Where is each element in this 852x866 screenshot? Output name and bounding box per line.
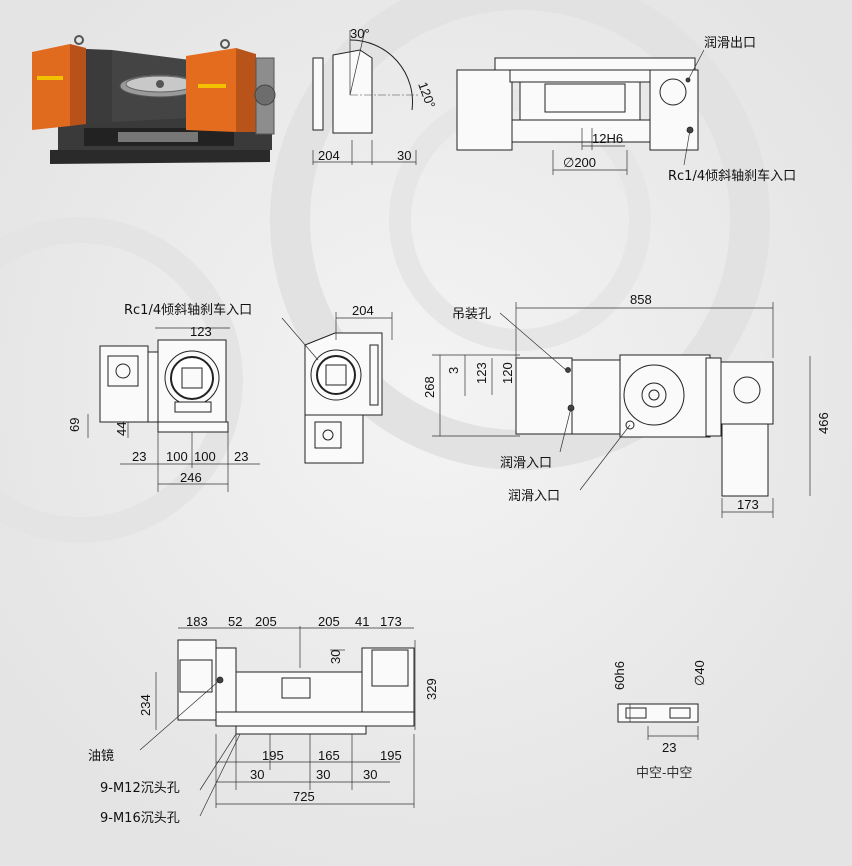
dim-mid-44: 44 — [114, 422, 129, 436]
dim-bot-329: 329 — [424, 678, 439, 700]
dim-top-120deg: 120° — [415, 80, 438, 110]
dim-hollow-60h6: 60h6 — [612, 661, 627, 690]
dim-plan-3: 3 — [446, 367, 461, 374]
dim-mid-69: 69 — [67, 418, 82, 432]
mid-tilt-view: 204 Rc1/4倾斜轴刹车入口 — [124, 302, 393, 464]
dim-top-30: 30 — [397, 148, 411, 163]
dim-bot-205a: 205 — [255, 614, 277, 629]
dim-bot-30v: 30 — [328, 650, 343, 664]
dim-tilt-204: 204 — [352, 303, 374, 318]
label-hollow-caption: 中空-中空 — [636, 766, 692, 781]
dim-bot-165: 165 — [318, 748, 340, 763]
label-lube-outlet: 润滑出口 — [704, 36, 756, 51]
dim-hollow-dia40: ∅40 — [692, 660, 707, 686]
dim-bot-183: 183 — [186, 614, 208, 629]
dim-plan-858: 858 — [630, 292, 652, 307]
dim-plan-173: 173 — [737, 497, 759, 512]
dim-dia200: ∅200 — [563, 155, 596, 170]
dim-bot-30b: 30 — [316, 767, 330, 782]
dim-plan-466: 466 — [816, 412, 831, 434]
dim-top-204: 204 — [318, 148, 340, 163]
label-brake-inlet-mid: Rc1/4倾斜轴刹车入口 — [124, 302, 252, 318]
product-photo — [32, 35, 276, 164]
dim-top-30deg: 30° — [350, 26, 370, 41]
dim-bot-205b: 205 — [318, 614, 340, 629]
dim-bot-30c: 30 — [363, 767, 377, 782]
dim-plan-120: 120 — [500, 362, 515, 384]
label-oil-gauge: 油镜 — [88, 749, 114, 764]
top-front-view: 12H6 ∅200 润滑出口 Rc1/4倾斜轴刹车入口 — [456, 36, 796, 184]
bottom-front-view: 183 52 205 205 41 173 30 234 329 195 165… — [88, 614, 439, 826]
dim-mid-100b: 100 — [194, 449, 216, 464]
label-lube-inlet-2: 润滑入口 — [508, 489, 560, 504]
dim-bot-195a: 195 — [262, 748, 284, 763]
dim-bot-234: 234 — [138, 694, 153, 716]
dim-bot-173: 173 — [380, 614, 402, 629]
dim-mid-23b: 23 — [234, 449, 248, 464]
label-lifting-hole: 吊装孔 — [452, 307, 491, 322]
label-lube-inlet-1: 润滑入口 — [500, 456, 552, 471]
dim-bot-41: 41 — [355, 614, 369, 629]
hollow-detail: 60h6 ∅40 23 中空-中空 — [612, 660, 707, 781]
dim-plan-268: 268 — [422, 376, 437, 398]
side-view-tilt: 30° 120° 204 30 — [312, 26, 438, 165]
dim-mid-246: 246 — [180, 470, 202, 485]
dim-mid-23a: 23 — [132, 449, 146, 464]
plan-view: 858 268 3 123 120 466 173 吊装孔 润滑入口 润滑入口 — [422, 292, 831, 518]
dim-bot-725: 725 — [293, 789, 315, 804]
dim-mid-123: 123 — [190, 324, 212, 339]
dim-hollow-23: 23 — [662, 740, 676, 755]
label-brake-inlet-top: Rc1/4倾斜轴刹车入口 — [668, 168, 796, 184]
dim-bot-195b: 195 — [380, 748, 402, 763]
dim-mid-100a: 100 — [166, 449, 188, 464]
dim-bot-52: 52 — [228, 614, 242, 629]
dim-12h6: 12H6 — [592, 131, 623, 146]
label-m12: 9-M12沉头孔 — [100, 781, 180, 796]
dim-plan-123: 123 — [474, 362, 489, 384]
label-m16: 9-M16沉头孔 — [100, 811, 180, 826]
dim-bot-30a: 30 — [250, 767, 264, 782]
mid-front-view: 123 69 44 23 100 100 23 246 — [67, 324, 260, 492]
